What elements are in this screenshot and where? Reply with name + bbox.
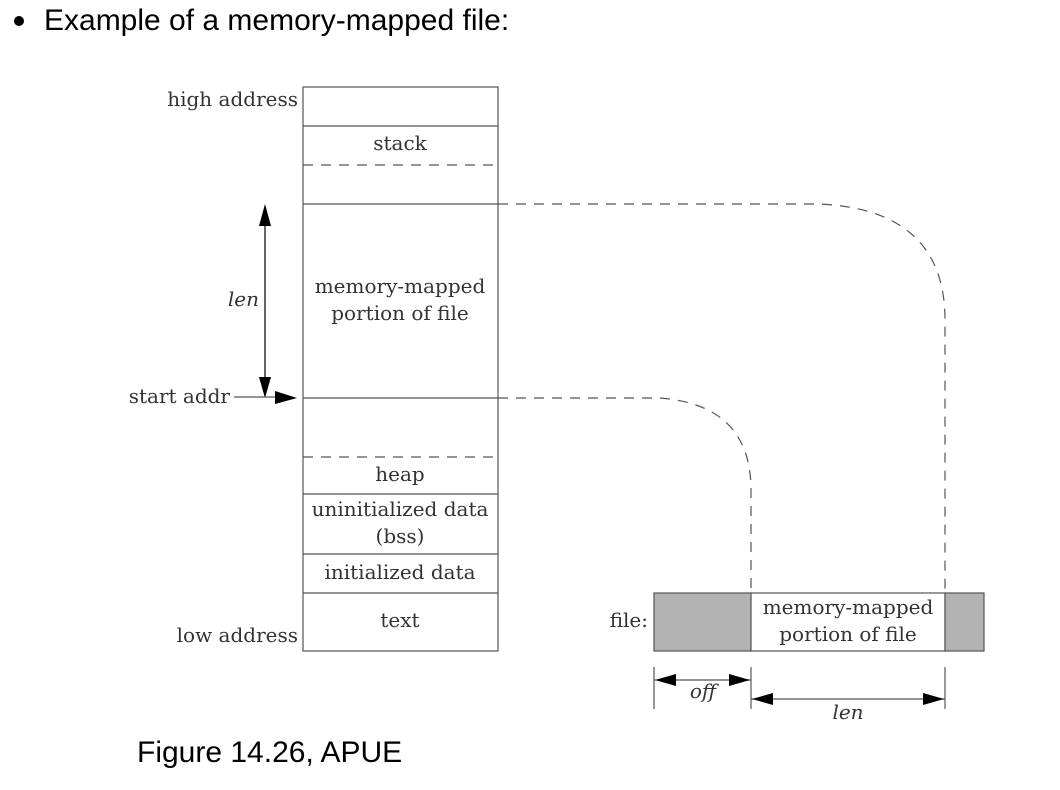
upper-connector [498, 203, 946, 593]
len-bottom-arrow-right-icon [923, 693, 944, 705]
segment-bss-line1: uninitialized data [312, 497, 489, 521]
segment-mapped-line1: memory-mapped [315, 274, 486, 298]
len-left-label: len [228, 287, 259, 311]
segment-text: text [380, 608, 419, 632]
file-label: file: [610, 608, 648, 632]
heading-text: Example of a memory-mapped file: [44, 4, 510, 37]
off-arrow-left-icon [655, 674, 676, 686]
segment-mapped-line2: portion of file [331, 301, 469, 325]
segment-bss-line2: (bss) [376, 524, 425, 548]
file-tail-region [944, 592, 985, 652]
file-mapped-line2: portion of file [779, 622, 917, 646]
memory-column [302, 86, 499, 652]
len-bottom-arrow-left-icon [752, 693, 773, 705]
memory-column-frame [302, 86, 499, 652]
low-address-label: low address [177, 623, 298, 647]
start-addr-label: start addr [129, 384, 231, 408]
figure-caption: Figure 14.26, APUE [137, 736, 403, 769]
off-arrow-right-icon [729, 674, 750, 686]
file-bar [653, 592, 985, 652]
file-offset-region [653, 592, 752, 652]
file-mapped-line1: memory-mapped [763, 595, 934, 619]
heading-bullet: Example of a memory-mapped file: [8, 4, 509, 38]
off-label: off [690, 679, 720, 703]
lower-connector [498, 397, 752, 593]
high-address-label: high address [167, 87, 298, 111]
len-arrow-down-icon [259, 377, 271, 398]
segment-heap: heap [375, 462, 424, 486]
len-arrow-up-icon [259, 204, 271, 226]
start-addr-arrow-icon [275, 391, 297, 404]
len-bottom-label: len [832, 700, 863, 724]
segment-stack: stack [373, 131, 427, 155]
bullet-icon [14, 16, 24, 26]
segment-init-data: initialized data [324, 560, 475, 584]
